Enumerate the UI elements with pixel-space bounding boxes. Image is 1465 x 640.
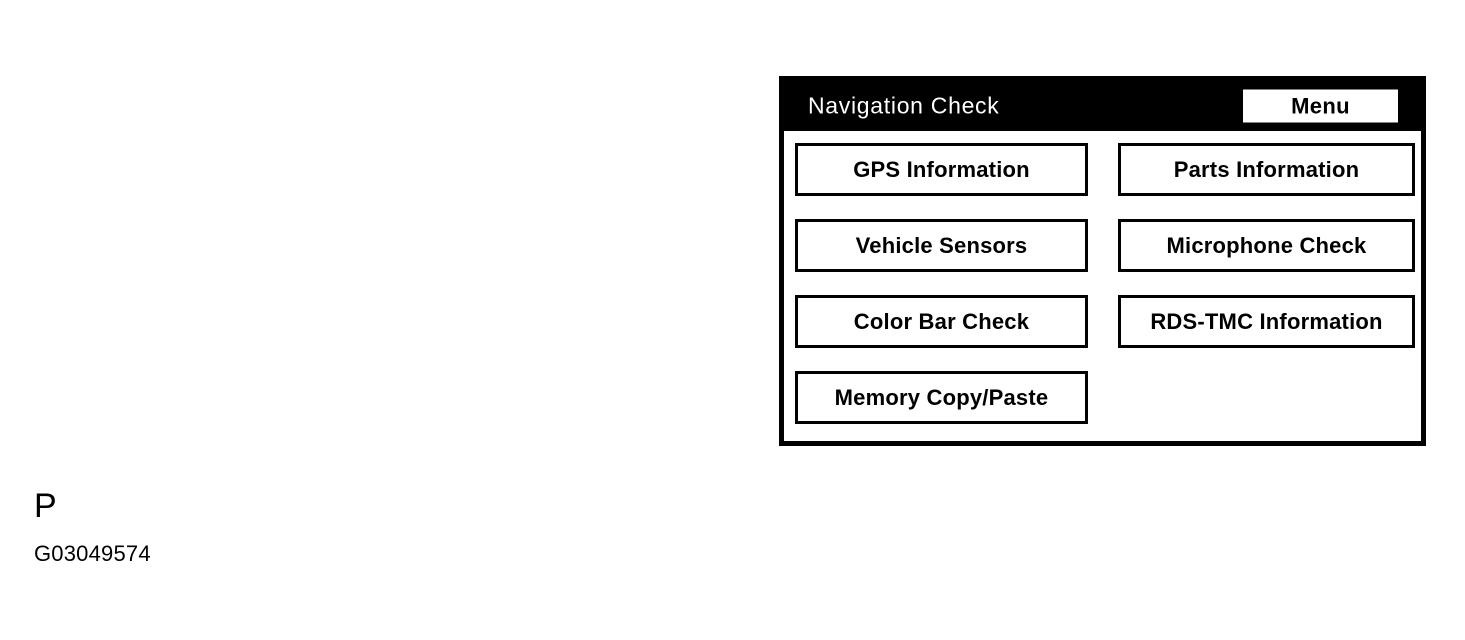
figure-code: G03049574 <box>34 541 151 566</box>
navigation-check-screen: Navigation Check Menu GPS Information Ve… <box>779 76 1426 446</box>
figure-caption: P G03049574 <box>34 486 151 568</box>
screen-button-grid: GPS Information Vehicle Sensors Color Ba… <box>784 131 1421 441</box>
menu-button[interactable]: Menu <box>1243 89 1398 123</box>
button-gps-information[interactable]: GPS Information <box>795 143 1088 196</box>
button-memory-copy-paste[interactable]: Memory Copy/Paste <box>795 371 1088 424</box>
button-column-left: GPS Information Vehicle Sensors Color Ba… <box>795 143 1088 424</box>
screen-header-bar: Navigation Check Menu <box>784 81 1421 131</box>
button-rds-tmc-information[interactable]: RDS-TMC Information <box>1118 295 1415 348</box>
button-color-bar-check[interactable]: Color Bar Check <box>795 295 1088 348</box>
button-parts-information[interactable]: Parts Information <box>1118 143 1415 196</box>
button-column-right: Parts Information Microphone Check RDS-T… <box>1118 143 1415 348</box>
figure-letter: P <box>34 487 58 525</box>
screen-title: Navigation Check <box>808 92 1000 119</box>
button-vehicle-sensors[interactable]: Vehicle Sensors <box>795 219 1088 272</box>
button-microphone-check[interactable]: Microphone Check <box>1118 219 1415 272</box>
